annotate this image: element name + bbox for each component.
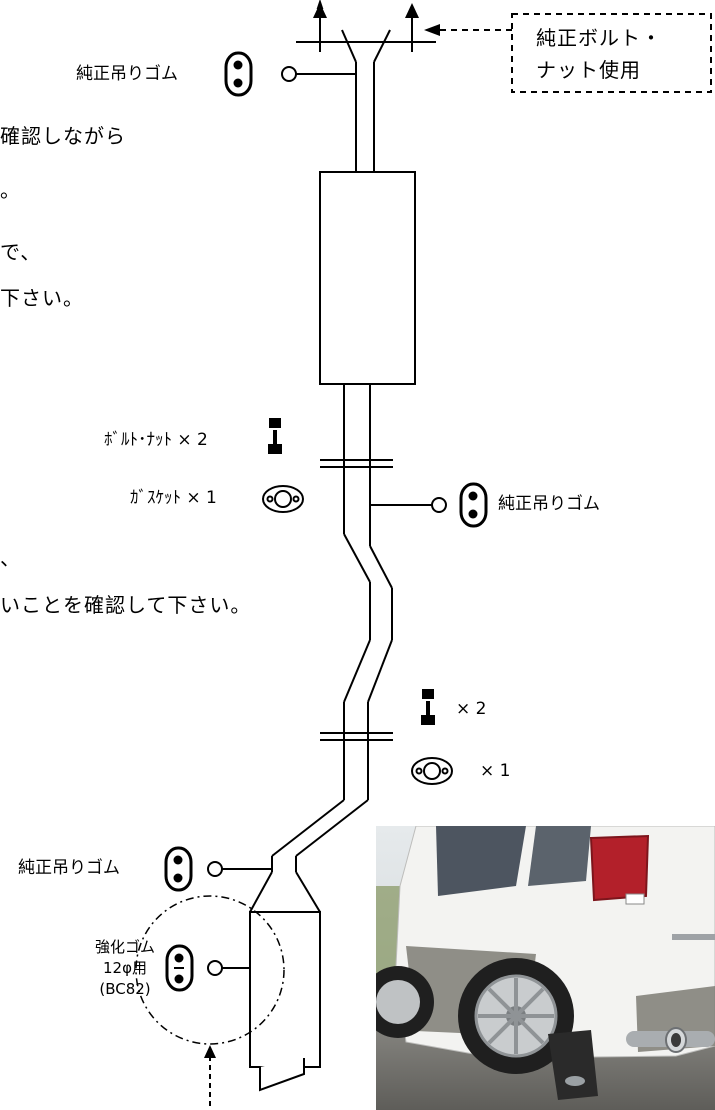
flange-joint-2 [320, 732, 393, 741]
hanger-connector-low [207, 861, 272, 877]
instruction-line-2: 。 [0, 178, 21, 202]
top-flange [296, 0, 436, 50]
bolt-icon [421, 689, 435, 725]
instruction-line-6: いことを確認して下さい。 [0, 593, 252, 617]
hanger-connector-mid [370, 497, 447, 513]
hanger-label-low: 純正吊りゴム [18, 858, 120, 878]
bolt-icon [268, 418, 282, 454]
hanger-rubber-icon [459, 482, 488, 528]
callout-text-1: 純正ボルト・ [536, 26, 662, 50]
reinforced-rubber-label-3: (BC82) [99, 980, 151, 998]
hanger-rubber-icon [164, 846, 193, 892]
reinforced-pointer [204, 1045, 216, 1110]
y-pipe [341, 29, 391, 172]
reinforced-highlight-circle [135, 895, 285, 1045]
up-arrow-icon [313, 3, 419, 52]
bolt-nut-label: ﾎﾞﾙﾄ･ﾅｯﾄ × 2 [104, 430, 208, 450]
reinforced-rubber-icon [165, 944, 194, 992]
tail-pipe-section [249, 799, 369, 913]
callout-pointer [424, 24, 512, 36]
car-rear-photo [376, 826, 715, 1110]
hanger-connector-reinforced [207, 960, 250, 976]
gasket-icon [411, 757, 453, 785]
hanger-label-top: 純正吊りゴム [76, 64, 178, 84]
flange-joint-1 [320, 459, 393, 468]
gasket-label: ｶﾞｽｹｯﾄ × 1 [130, 488, 217, 508]
gasket-count-label: × 1 [480, 761, 511, 781]
callout-text-2: ナット使用 [536, 58, 641, 82]
reinforced-rubber-label-1: 強化ゴム [94, 938, 155, 956]
hanger-rubber-icon [224, 51, 253, 97]
callout-box [511, 13, 712, 93]
rear-muffler [249, 911, 321, 1068]
tail-tip [259, 1058, 305, 1092]
instruction-line-3: で、 [0, 240, 42, 264]
instruction-line-1: 確認しながら [0, 124, 126, 148]
instruction-line-5: 、 [0, 546, 21, 570]
instruction-line-4: 下さい。 [0, 286, 84, 310]
reinforced-rubber-label-2: 12φ用 [103, 959, 147, 977]
gasket-icon [262, 485, 304, 513]
middle-pipe [343, 384, 393, 800]
hanger-label-mid: 純正吊りゴム [498, 494, 600, 514]
center-muffler [319, 171, 416, 385]
bolt-count-label: × 2 [456, 699, 487, 719]
car-rear-photo-icon [376, 826, 715, 1110]
hanger-connector-top [281, 66, 356, 82]
